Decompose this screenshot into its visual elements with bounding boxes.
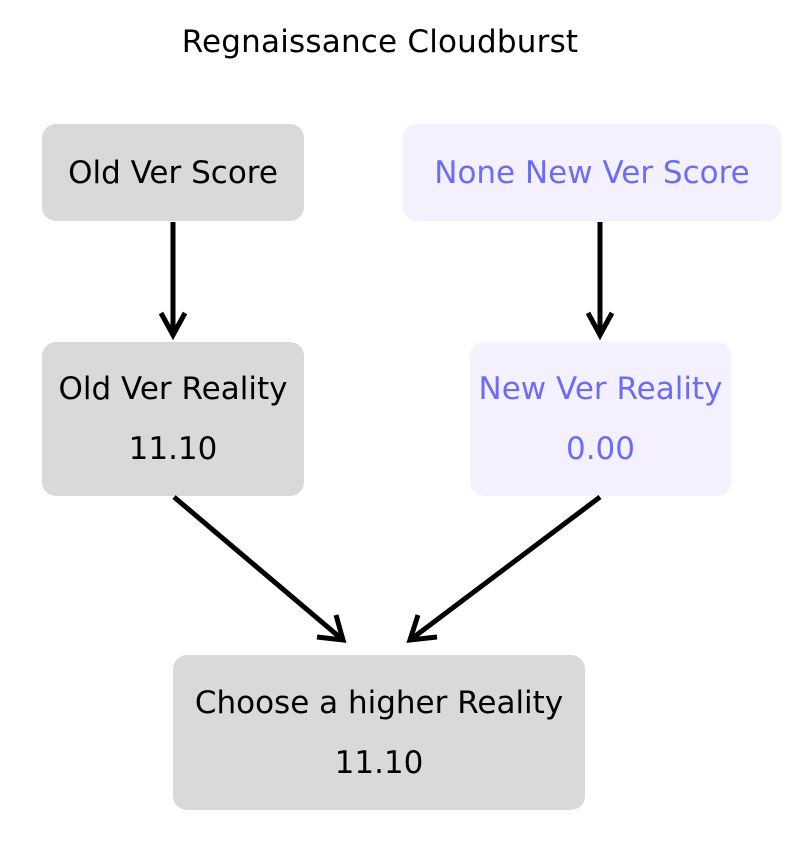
old-ver-score-label: Old Ver Score <box>68 154 278 191</box>
arrow-new-reality-to-choose <box>408 495 602 642</box>
new-ver-reality-value: 0.00 <box>565 431 636 467</box>
arrowhead-new-reality <box>585 311 615 341</box>
choose-higher-reality-node: Choose a higher Reality 11.10 <box>173 655 585 810</box>
new-ver-reality-node: New Ver Reality 0.00 <box>470 342 731 496</box>
choose-higher-reality-label: Choose a higher Reality <box>194 684 564 721</box>
diagram-title: Regnaissance Cloudburst <box>181 24 579 60</box>
choose-higher-reality-value: 11.10 <box>334 744 424 781</box>
arrowhead-old-reality <box>158 311 188 341</box>
old-ver-reality-label: Old Ver Reality <box>58 371 288 407</box>
arrowhead-choose-right <box>406 614 438 643</box>
arrow-old-reality-to-choose <box>172 495 345 642</box>
old-ver-score-node: Old Ver Score <box>42 124 304 221</box>
new-ver-score-node: None New Ver Score <box>403 124 781 221</box>
new-ver-score-label: None New Ver Score <box>434 154 750 191</box>
old-ver-reality-node: Old Ver Reality 11.10 <box>42 342 304 496</box>
arrowhead-choose-left <box>316 614 347 643</box>
new-ver-reality-label: New Ver Reality <box>478 371 723 407</box>
old-ver-reality-value: 11.10 <box>128 431 218 467</box>
